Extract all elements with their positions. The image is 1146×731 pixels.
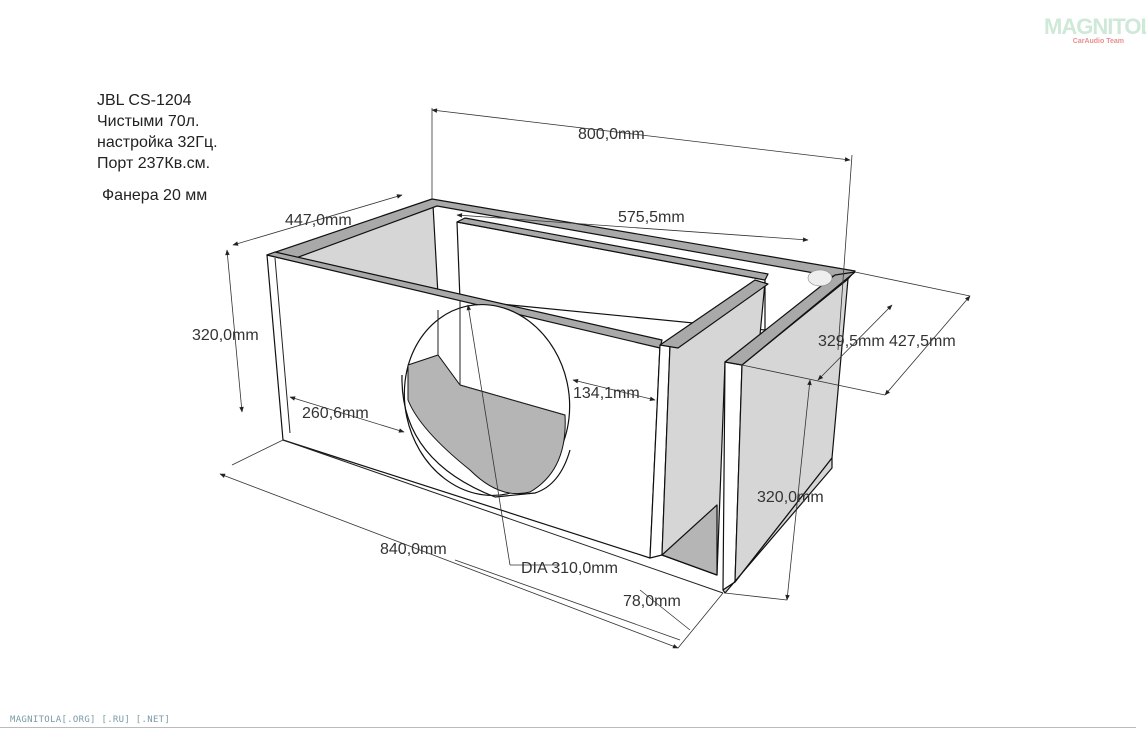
note-port: Порт 237Кв.см. (97, 155, 210, 172)
dimension-lines (219, 108, 971, 649)
dim-label-447: 447,0mm (285, 212, 352, 229)
right-side-bottom (722, 457, 833, 594)
dim-label-260: 260,6mm (302, 405, 369, 422)
dim-label-575: 575,5mm (618, 209, 685, 226)
dim-label-dia: DIA 310,0mm (521, 560, 618, 577)
dim-label-134: 134,1mm (573, 385, 640, 402)
port-curve (807, 269, 833, 287)
footer-divider (0, 727, 1136, 728)
dim-label-427: 427,5mm (889, 333, 956, 350)
footer-watermark: MAGNITOLA[.ORG] [.RU] [.NET] (10, 715, 171, 725)
logo-tagline: CarAudio Team (1072, 38, 1124, 45)
speaker-hole (401, 300, 571, 498)
dim-label-329: 329,5mm (818, 333, 885, 350)
note-model: JBL CS-1204 (97, 92, 192, 109)
logo-name: MAGNITOLA (1044, 14, 1146, 39)
dim-label-320-right: 320,0mm (757, 489, 824, 506)
dim-label-320-left: 320,0mm (192, 327, 259, 344)
dim-label-800: 800,0mm (578, 126, 645, 143)
magnitola-logo: MAGNITOLA CarAudio Team (1044, 14, 1146, 52)
port-wall-top (659, 279, 769, 349)
note-volume: Чистыми 70л. (97, 113, 199, 130)
note-material: Фанера 20 мм (102, 187, 207, 204)
front-top-rim (266, 251, 663, 349)
dim-label-78: 78,0mm (623, 593, 681, 610)
dim-label-840: 840,0mm (380, 541, 447, 558)
note-tuning: настройка 32Гц. (97, 134, 218, 151)
